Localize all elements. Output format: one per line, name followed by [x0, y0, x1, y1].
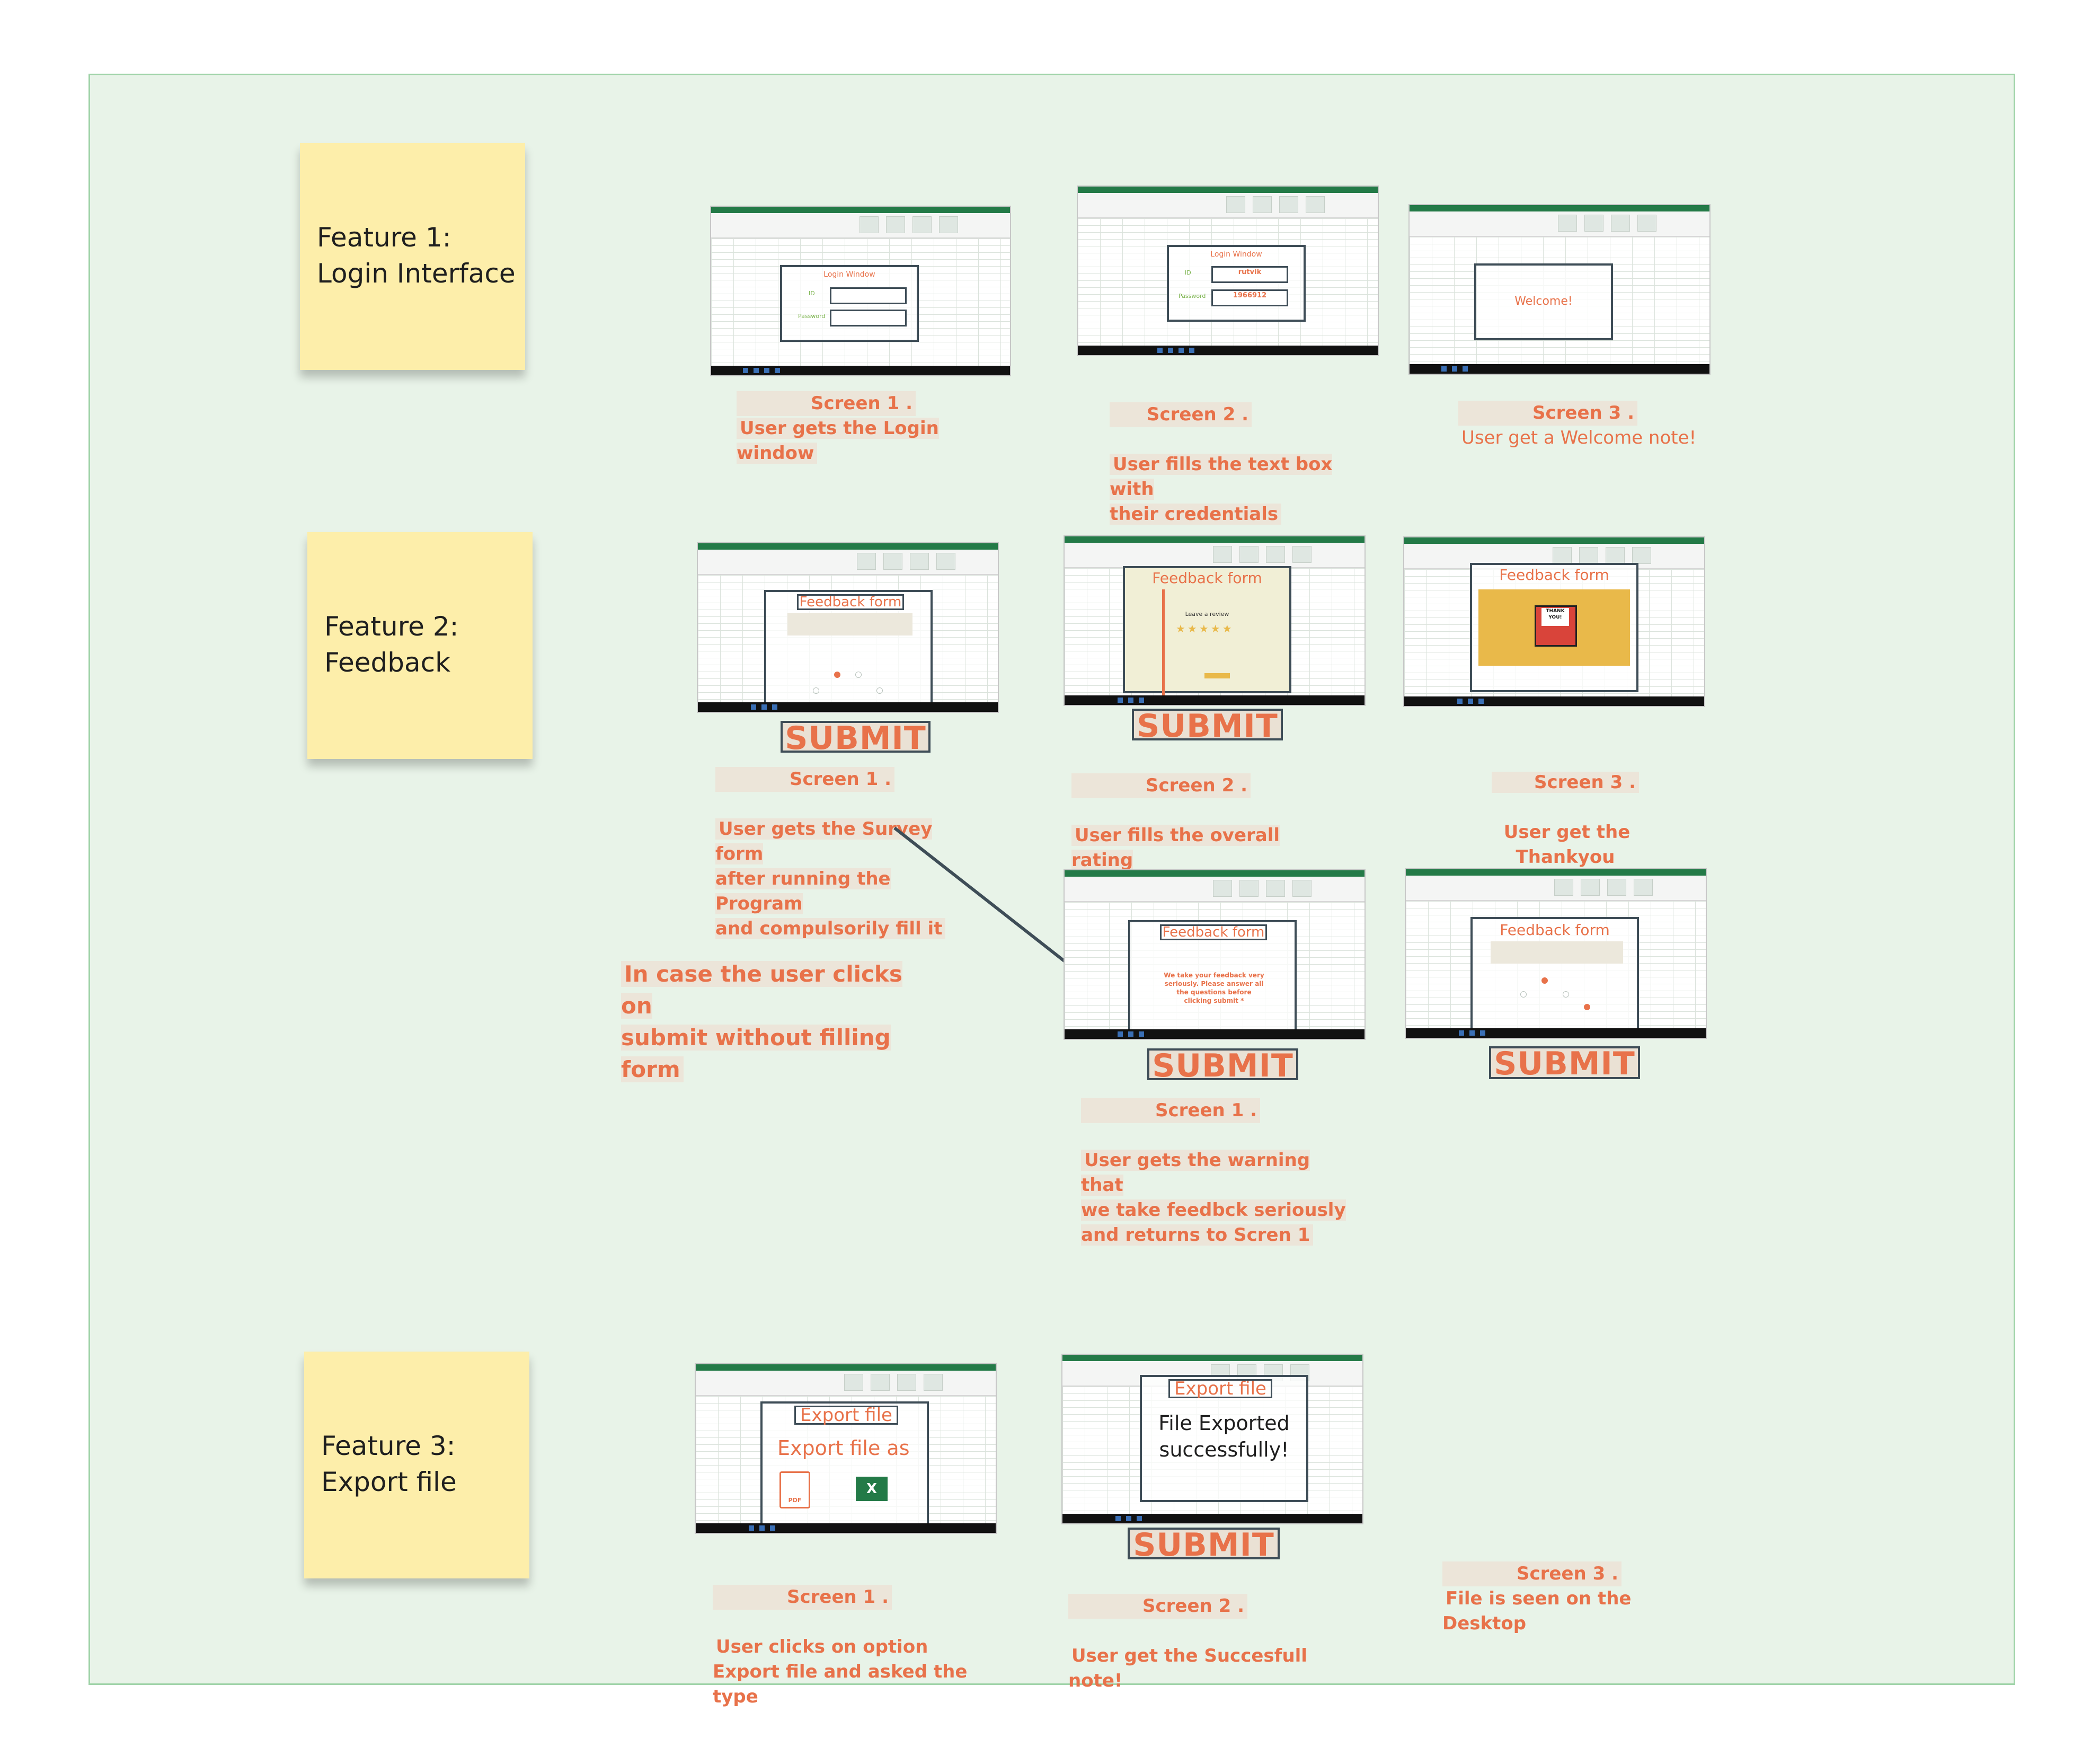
caption-head: Screen 2 .	[1068, 1594, 1247, 1619]
sticky-feature-3[interactable]: Feature 3: Export file	[304, 1352, 529, 1578]
export-title: Export file	[1168, 1379, 1272, 1398]
id-label: ID	[1185, 269, 1191, 276]
password-field[interactable]	[830, 310, 907, 327]
warning-dialog: Feedback form We take your feedback very…	[1128, 920, 1297, 1039]
login-window-title: Login Window	[823, 270, 875, 279]
submit-button[interactable]: SUBMIT	[1132, 709, 1283, 742]
export-prompt: Export file as	[777, 1436, 910, 1460]
rating-stars[interactable]: ★★★★★	[1176, 622, 1234, 635]
feedback-form-title: Feedback form	[1152, 569, 1262, 587]
caption-head: Screen 1 .	[1081, 1098, 1260, 1123]
caption-head: Screen 3 .	[1458, 401, 1637, 426]
export-dialog: Export file Export file as PDF X	[760, 1401, 929, 1531]
id-field-filled[interactable]: rutvik	[1211, 266, 1288, 283]
caption-feedback-screen-1: Screen 1 . User gets the Survey form aft…	[715, 742, 980, 941]
caption-body: User get a Welcome note!	[1461, 427, 1697, 448]
screenshot-login-screen-3: Welcome!	[1408, 204, 1711, 375]
caption-head: Screen 1 .	[715, 767, 894, 792]
feedback-form-title: Feedback form	[1160, 924, 1267, 940]
caption-login-screen-2: Screen 2 . User fills the text box with …	[1110, 377, 1364, 527]
id-field[interactable]	[830, 287, 907, 304]
caption-export-screen-1: Screen 1 . User clicks on option Export …	[713, 1560, 978, 1709]
survey-form-dialog: Feedback form	[764, 590, 933, 712]
caption-head: Screen 2 .	[1110, 402, 1252, 427]
id-label: ID	[809, 290, 815, 297]
screenshot-feedback-screen-3: Feedback form THANK YOU!	[1403, 536, 1705, 707]
caption-feedback-warning: Screen 1 . User gets the warning that we…	[1081, 1073, 1357, 1248]
review-title: Leave a review	[1185, 611, 1229, 617]
thankyou-dialog: Feedback form THANK YOU!	[1470, 563, 1638, 692]
screenshot-feedback-screen-1: Feedback form	[697, 542, 999, 713]
warning-text: We take your feedback very seriously. Pl…	[1164, 972, 1264, 1004]
envelope-icon: THANK YOU!	[1535, 605, 1577, 647]
thank-you-text: THANK YOU!	[1541, 608, 1569, 626]
export-success-text: File Exported successfully!	[1158, 1411, 1290, 1461]
screenshot-feedback-warning: Feedback form We take your feedback very…	[1064, 869, 1366, 1040]
thank-you-banner: THANK YOU!	[1478, 589, 1630, 666]
feedback-form-title: Feedback form	[1499, 566, 1609, 584]
caption-login-screen-3: Screen 3 . User get a Welcome note!	[1458, 401, 1702, 451]
caption-body: User fills the text box with their crede…	[1110, 454, 1333, 525]
export-title: Export file	[794, 1406, 898, 1425]
caption-head: Screen 1 .	[713, 1585, 892, 1610]
caption-body: File is seen on the Desktop	[1442, 1588, 1632, 1634]
caption-body: User get the Succesfull note!	[1068, 1645, 1307, 1691]
pdf-icon-label: PDF	[788, 1497, 802, 1504]
sticky-feature-2[interactable]: Feature 2: Feedback	[307, 532, 533, 759]
login-window-filled: Login Window ID rutvik Password 1966912	[1167, 245, 1306, 322]
caption-body: User gets the warning that we take feedb…	[1081, 1150, 1346, 1246]
submit-button[interactable]: SUBMIT	[1128, 1528, 1280, 1561]
excel-icon[interactable]: X	[856, 1477, 888, 1501]
export-success-dialog: Export file File Exported successfully!	[1140, 1375, 1308, 1502]
login-window-dialog: Login Window ID Password	[780, 265, 919, 342]
password-label: Password	[1179, 293, 1206, 299]
screenshot-export-screen-2: Export file File Exported successfully!	[1061, 1354, 1363, 1524]
caption-feedback-screen-3: Screen 3 . User get the Thankyou note!	[1459, 745, 1671, 895]
branch-note: In case the user clicks on submit withou…	[621, 926, 918, 1086]
sticky-feature-1[interactable]: Feature 1: Login Interface	[300, 143, 525, 370]
submit-button[interactable]: SUBMIT	[1489, 1046, 1640, 1080]
caption-head: Screen 2 .	[1071, 773, 1251, 798]
caption-head: Screen 3 .	[1492, 772, 1639, 793]
pdf-icon[interactable]: PDF	[779, 1471, 810, 1508]
welcome-dialog: Welcome!	[1474, 263, 1613, 340]
caption-export-screen-3: Screen 3 . File is seen on the Desktop	[1442, 1561, 1718, 1636]
survey-form-dialog: Feedback form	[1470, 917, 1639, 1038]
screenshot-export-screen-1: Export file Export file as PDF X	[695, 1363, 997, 1534]
login-window-title: Login Window	[1210, 250, 1262, 259]
branch-note-text: In case the user clicks on submit withou…	[621, 961, 902, 1082]
caption-export-screen-2: Screen 2 . User get the Succesfull note!	[1068, 1569, 1312, 1693]
screenshot-login-screen-2: Login Window ID rutvik Password 1966912	[1077, 186, 1379, 356]
screenshot-feedback-returned: Feedback form	[1405, 868, 1707, 1039]
submit-button[interactable]: SUBMIT	[781, 721, 931, 754]
caption-login-screen-1: Screen 1 . User gets the Login window	[737, 391, 1012, 466]
welcome-text: Welcome!	[1514, 295, 1573, 308]
feedback-form-title: Feedback form	[1500, 921, 1610, 939]
caption-body: User clicks on option Export file and as…	[713, 1636, 968, 1707]
password-field-filled[interactable]: 1966912	[1211, 289, 1288, 306]
feedback-form-title: Feedback form	[797, 594, 904, 610]
caption-body: User gets the Survey form after running …	[715, 818, 946, 939]
caption-head: Screen 3 .	[1442, 1561, 1621, 1586]
screenshot-feedback-screen-2: Feedback form Leave a review ★★★★★	[1064, 535, 1366, 706]
rating-form-dialog: Feedback form Leave a review ★★★★★	[1123, 566, 1291, 695]
screenshot-login-screen-1: Login Window ID Password	[710, 206, 1011, 376]
caption-head: Screen 1 .	[737, 391, 916, 416]
submit-button[interactable]: SUBMIT	[1147, 1048, 1298, 1082]
password-label: Password	[798, 313, 826, 320]
caption-body: User gets the Login window	[737, 418, 939, 464]
